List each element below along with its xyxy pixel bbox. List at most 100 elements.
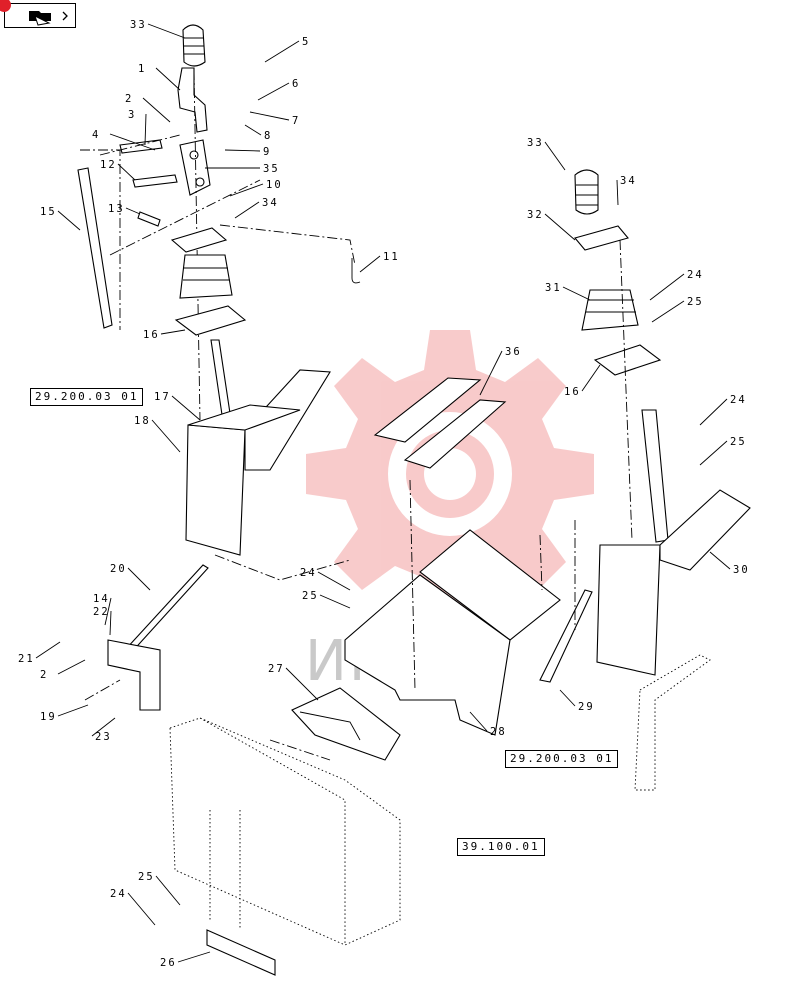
- folder-arrow-icon: [29, 11, 68, 26]
- callout-leader-line: [544, 213, 576, 241]
- callout-label-29[interactable]: 29: [578, 701, 595, 713]
- callout-leader-line: [160, 329, 186, 335]
- callout-leader-line: [469, 711, 488, 732]
- callout-label-18[interactable]: 18: [134, 415, 151, 427]
- callout-leader-line: [234, 201, 260, 219]
- callout-label-26[interactable]: 26: [160, 957, 177, 969]
- callout-label-5[interactable]: 5: [302, 36, 310, 48]
- callout-leader-line: [616, 179, 619, 206]
- callout-label-2[interactable]: 2: [125, 93, 133, 105]
- callout-label-28[interactable]: 28: [490, 726, 507, 738]
- callout-leader-line: [104, 597, 112, 626]
- callout-label-24[interactable]: 24: [687, 269, 704, 281]
- callout-leader-line: [562, 286, 591, 301]
- callout-label-3[interactable]: 3: [128, 109, 136, 121]
- callout-leader-line: [709, 551, 731, 570]
- callout-leader-line: [479, 350, 503, 396]
- callout-label-24[interactable]: 24: [110, 888, 127, 900]
- callout-label-14[interactable]: 14: [93, 593, 110, 605]
- callout-leader-line: [117, 163, 136, 181]
- callout-label-34[interactable]: 34: [620, 175, 637, 187]
- callout-leader-line: [109, 133, 156, 151]
- callout-label-6[interactable]: 6: [292, 78, 300, 90]
- callout-leader-line: [171, 395, 201, 421]
- callout-leader-line: [57, 704, 89, 717]
- callout-leader-line: [649, 273, 685, 301]
- callout-leader-line: [91, 717, 116, 737]
- callout-label-12[interactable]: 12: [100, 159, 117, 171]
- center-cover-assembly: [269, 377, 561, 761]
- callout-label-17[interactable]: 17: [154, 391, 171, 403]
- seat-box-outline: [169, 717, 401, 976]
- callout-leader-line: [35, 641, 61, 659]
- callout-label-32[interactable]: 32: [527, 209, 544, 221]
- callout-label-25[interactable]: 25: [687, 296, 704, 308]
- callout-label-1[interactable]: 1: [138, 63, 146, 75]
- callout-leader-line: [109, 610, 112, 636]
- right-lever-assembly: [539, 169, 751, 791]
- callout-leader-line: [57, 210, 81, 231]
- callout-label-35[interactable]: 35: [263, 163, 280, 175]
- callout-leader-line: [151, 419, 181, 453]
- callout-label-10[interactable]: 10: [266, 179, 283, 191]
- callout-leader-line: [699, 440, 728, 466]
- callout-label-31[interactable]: 31: [545, 282, 562, 294]
- callout-label-11[interactable]: 11: [383, 251, 400, 263]
- callout-label-27[interactable]: 27: [268, 663, 285, 675]
- callout-leader-line: [144, 113, 147, 146]
- callout-label-33[interactable]: 33: [130, 19, 147, 31]
- callout-label-25[interactable]: 25: [730, 436, 747, 448]
- callout-layer: 3351627384935121015341311163334322431253…: [18, 19, 750, 969]
- callout-leader-line: [142, 97, 171, 123]
- callout-leader-line: [127, 892, 156, 926]
- callout-leader-line: [127, 567, 151, 591]
- callout-leader-line: [651, 300, 685, 323]
- reference-box-left[interactable]: 29.200.03 01: [30, 388, 144, 406]
- callout-label-4[interactable]: 4: [92, 129, 100, 141]
- callout-leader-line: [559, 689, 576, 707]
- callout-leader-line: [229, 183, 264, 197]
- callout-label-22[interactable]: 22: [93, 606, 110, 618]
- navigation-button[interactable]: [0, 0, 76, 28]
- callout-label-16[interactable]: 16: [564, 386, 581, 398]
- callout-leader-line: [285, 667, 319, 701]
- callout-leader-line: [147, 23, 186, 39]
- callout-label-24[interactable]: 24: [730, 394, 747, 406]
- callout-label-8[interactable]: 8: [264, 130, 272, 142]
- callout-leader-line: [699, 398, 728, 426]
- callout-label-25[interactable]: 25: [302, 590, 319, 602]
- callout-label-21[interactable]: 21: [18, 653, 35, 665]
- callout-label-23[interactable]: 23: [95, 731, 112, 743]
- callout-leader-line: [257, 82, 290, 101]
- callout-label-2[interactable]: 2: [40, 669, 48, 681]
- callout-leader-line: [317, 571, 351, 591]
- callout-leader-line: [264, 40, 300, 63]
- callout-leader-line: [319, 594, 351, 609]
- callout-leader-line: [125, 207, 141, 215]
- callout-leader-line: [177, 951, 211, 963]
- callout-label-16[interactable]: 16: [143, 329, 160, 341]
- reference-box-bottom[interactable]: 39.100.01: [457, 838, 545, 856]
- callout-label-13[interactable]: 13: [108, 203, 125, 215]
- callout-leader-line: [155, 67, 181, 91]
- reference-box-right[interactable]: 29.200.03 01: [505, 750, 619, 768]
- callout-leader-line: [57, 659, 86, 675]
- callout-label-15[interactable]: 15: [40, 206, 57, 218]
- callout-leader-line: [359, 255, 381, 273]
- callout-leader-line: [244, 124, 262, 136]
- callout-label-36[interactable]: 36: [505, 346, 522, 358]
- callout-label-19[interactable]: 19: [40, 711, 57, 723]
- callout-label-34[interactable]: 34: [262, 197, 279, 209]
- callout-label-25[interactable]: 25: [138, 871, 155, 883]
- left-lever-assembly: [77, 24, 361, 711]
- status-dot-icon: [0, 0, 11, 12]
- callout-label-20[interactable]: 20: [110, 563, 127, 575]
- callout-label-24[interactable]: 24: [300, 567, 317, 579]
- callout-label-33[interactable]: 33: [527, 137, 544, 149]
- callout-leader-line: [155, 875, 181, 906]
- callout-label-30[interactable]: 30: [733, 564, 750, 576]
- callout-label-7[interactable]: 7: [292, 115, 300, 127]
- callout-label-9[interactable]: 9: [263, 146, 271, 158]
